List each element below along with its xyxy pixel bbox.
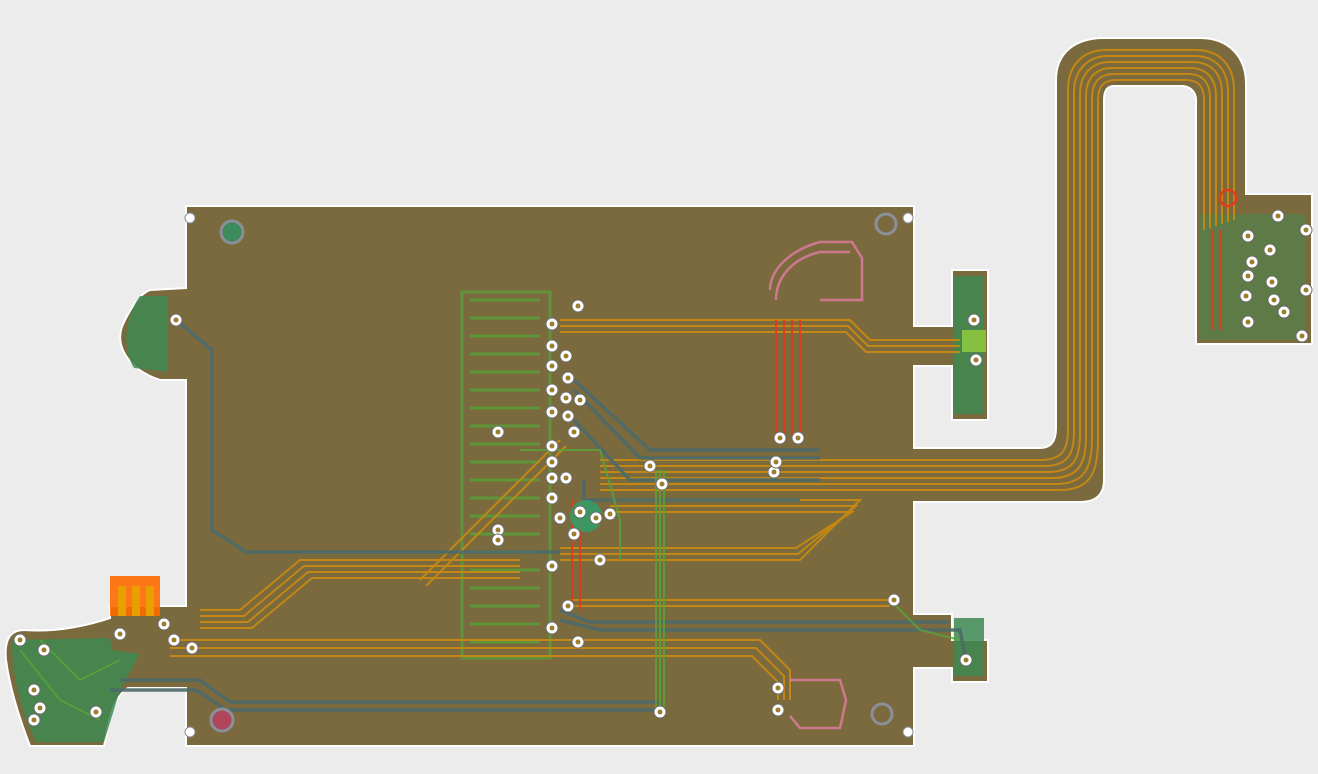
via-drill (1249, 259, 1255, 265)
via-drill (565, 603, 571, 609)
via-drill (1243, 293, 1249, 299)
via-drill (657, 709, 663, 715)
via-drill (795, 435, 801, 441)
via-drill (17, 637, 23, 643)
via-drill (1245, 319, 1251, 325)
via-drill (571, 429, 577, 435)
via-drill (1267, 247, 1273, 253)
flex-track-bundle (170, 49, 1235, 700)
via-drill (659, 481, 665, 487)
via-drill (1271, 297, 1277, 303)
via-drill (775, 685, 781, 691)
via-drill (549, 495, 555, 501)
via-drill (575, 303, 581, 309)
via-drill (577, 397, 583, 403)
via-drill (549, 443, 555, 449)
via-drill (31, 717, 37, 723)
via-drill (117, 631, 123, 637)
main-board (4, 37, 1313, 747)
via-drill (549, 563, 555, 569)
via-drill (775, 707, 781, 713)
via-drill (1299, 333, 1305, 339)
via-drill (963, 657, 969, 663)
via-drill (1269, 279, 1275, 285)
mounting-hole-icon (870, 702, 894, 726)
mounting-hole-icon (874, 212, 898, 236)
via-drill (1275, 213, 1281, 219)
via-drill (1245, 233, 1251, 239)
via-drill (161, 621, 167, 627)
via-drill (593, 515, 599, 521)
via-drill (495, 429, 501, 435)
via-drill (549, 475, 555, 481)
via-drill (549, 363, 555, 369)
via-drill (607, 511, 613, 517)
corner-notches (184, 212, 914, 738)
mounting-hole-icon (219, 219, 245, 245)
via-drill (31, 687, 37, 693)
via-group (13, 209, 1313, 727)
via-drill (565, 413, 571, 419)
via-drill (495, 527, 501, 533)
via-drill (597, 557, 603, 563)
via-drill (563, 395, 569, 401)
via-drill (1281, 309, 1287, 315)
zone-left-upper (126, 296, 168, 372)
via-drill (549, 321, 555, 327)
via-drill (173, 317, 179, 323)
mounting-holes (209, 188, 1238, 733)
via-drill (563, 353, 569, 359)
via-drill (549, 409, 555, 415)
via-drill (575, 639, 581, 645)
zone-right-tab-lower (954, 618, 984, 676)
via-drill (571, 531, 577, 537)
via-drill (971, 317, 977, 323)
via-drill (577, 509, 583, 515)
via-drill (37, 705, 43, 711)
via-drill (777, 435, 783, 441)
inner-track-bundle (110, 318, 968, 712)
via-drill (771, 469, 777, 475)
via-drill (1303, 227, 1309, 233)
zone-left-lower (12, 638, 140, 742)
via-drill (549, 459, 555, 465)
via-drill (93, 709, 99, 715)
mounting-hole-icon (1218, 188, 1238, 208)
via-drill (549, 343, 555, 349)
via-drill (1303, 287, 1309, 293)
board-outline (4, 37, 1313, 747)
via-drill (549, 387, 555, 393)
green-track-bundle (19, 449, 961, 721)
via-drill (973, 357, 979, 363)
via-drill (189, 645, 195, 651)
via-drill (891, 597, 897, 603)
via-drill (647, 463, 653, 469)
via-drill (171, 637, 177, 643)
mounting-hole-icon (209, 707, 235, 733)
via-drill (1245, 273, 1251, 279)
red-track-bundle (571, 230, 1221, 730)
via-drill (41, 647, 47, 653)
via-drill (549, 625, 555, 631)
via-drill (563, 475, 569, 481)
via-drill (565, 375, 571, 381)
via-drill (495, 537, 501, 543)
via-drill (557, 515, 563, 521)
via-drill (773, 459, 779, 465)
